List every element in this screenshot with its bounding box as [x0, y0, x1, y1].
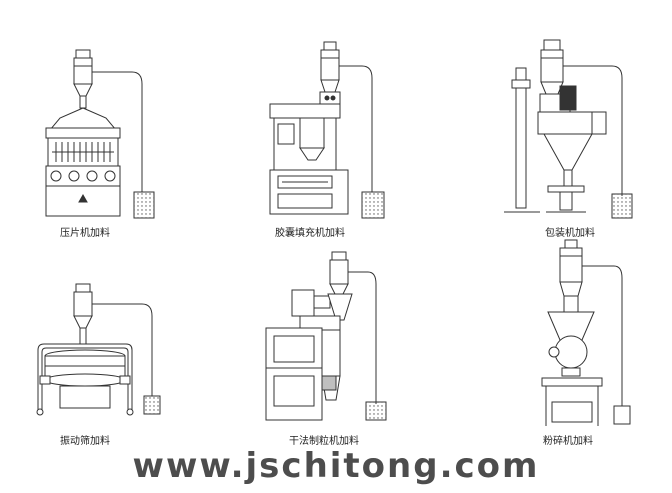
caption-dry-granulator: 干法制粒机加料 [289, 436, 359, 447]
capsule-filling-illustration [269, 41, 385, 219]
vibrating-sieve-illustration [36, 283, 161, 416]
caption-vibrating-sieve: 振动筛加料 [60, 436, 110, 447]
pulverizer-illustration [541, 239, 631, 426]
caption-capsule-filling: 胶囊填充机加料 [275, 228, 345, 239]
caption-packaging: 包装机加料 [545, 228, 595, 239]
dry-granulator-illustration [265, 251, 387, 421]
website-url: www.jschitong.com [132, 446, 540, 486]
caption-tablet-press: 压片机加料 [60, 228, 110, 239]
caption-pulverizer: 粉碎机加料 [543, 436, 593, 447]
packaging-machine-illustration [504, 39, 633, 219]
tablet-press-illustration [45, 49, 155, 219]
